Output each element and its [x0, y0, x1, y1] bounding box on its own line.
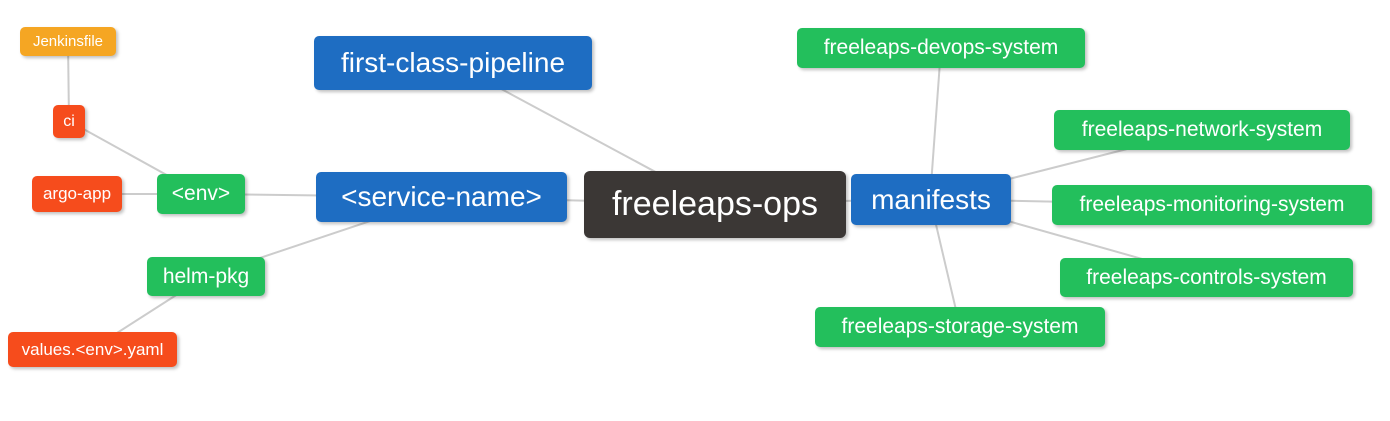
node-freeleaps-ops-root[interactable]: freeleaps-ops [584, 171, 846, 238]
node-jenkinsfile[interactable]: Jenkinsfile [20, 27, 116, 56]
node-freeleaps-monitoring-system[interactable]: freeleaps-monitoring-system [1052, 185, 1372, 225]
edge-manifests-devops [929, 47, 942, 200]
node-service-name[interactable]: <service-name> [316, 172, 567, 222]
node-first-class-pipeline[interactable]: first-class-pipeline [314, 36, 592, 90]
node-freeleaps-storage-system[interactable]: freeleaps-storage-system [815, 307, 1105, 347]
node-env[interactable]: <env> [157, 174, 245, 214]
node-ci[interactable]: ci [53, 105, 85, 138]
node-manifests[interactable]: manifests [851, 174, 1011, 225]
node-freeleaps-devops-system[interactable]: freeleaps-devops-system [797, 28, 1085, 68]
node-freeleaps-controls-system[interactable]: freeleaps-controls-system [1060, 258, 1353, 297]
node-argo-app[interactable]: argo-app [32, 176, 122, 212]
node-freeleaps-network-system[interactable]: freeleaps-network-system [1054, 110, 1350, 150]
node-helm-pkg[interactable]: helm-pkg [147, 257, 265, 296]
node-values-env-yaml[interactable]: values.<env>.yaml [8, 332, 177, 367]
